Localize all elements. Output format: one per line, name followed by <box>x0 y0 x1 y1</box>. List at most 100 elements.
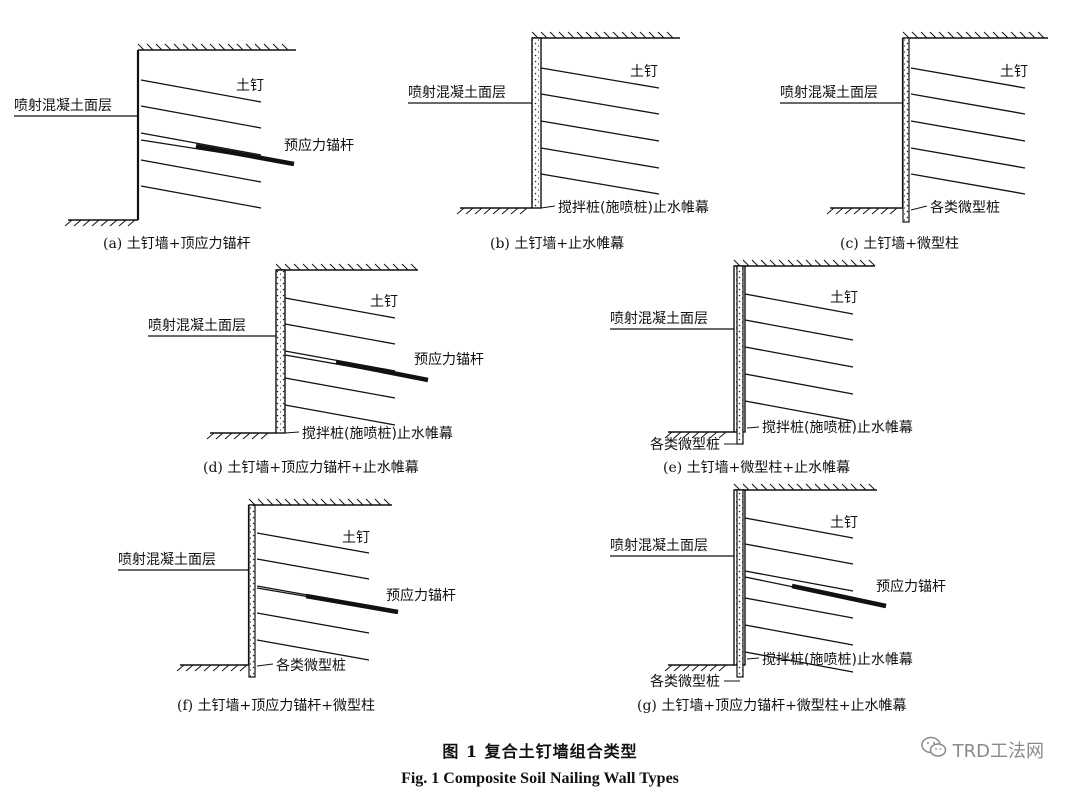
surface-ground-tick <box>648 31 656 39</box>
soil-nail <box>284 377 396 399</box>
surface-ground-tick <box>920 31 928 39</box>
waterproof-curtain <box>275 269 286 434</box>
soil-nail <box>540 67 660 89</box>
caption-b: (b) 土钉墙+止水帷幕 <box>490 236 625 252</box>
surface-ground-tick <box>805 259 813 267</box>
soil-nail <box>744 570 854 592</box>
label-shotcrete: 喷射混凝土面层 <box>610 311 708 327</box>
surface-ground-tick <box>850 483 858 491</box>
surface-ground-tick <box>832 259 840 267</box>
surface-ground-tick <box>666 31 674 39</box>
surface-ground-tick <box>868 259 876 267</box>
surface-ground-tick <box>338 498 346 506</box>
surface-ground-tick <box>549 31 557 39</box>
surface-ground-tick <box>1028 31 1036 39</box>
surface-ground-tick <box>992 31 1000 39</box>
excavation-ground-tick <box>203 664 212 672</box>
watermark-text: TRD工法网 <box>952 740 1044 762</box>
soil-nail <box>910 93 1026 115</box>
surface-ground-tick <box>182 43 190 51</box>
waterproof-curtain <box>531 37 542 209</box>
surface-ground-tick <box>1001 31 1009 39</box>
surface-ground-tick <box>1019 31 1027 39</box>
surface-ground-tick <box>248 498 256 506</box>
soil-nail <box>744 543 854 565</box>
excavation-ground-tick <box>492 207 501 215</box>
excavation-ground-tick <box>664 431 673 439</box>
surface-ground-tick <box>558 31 566 39</box>
surface-ground-tick <box>576 31 584 39</box>
excavation-ground-tick <box>260 432 269 440</box>
surface-ground-tick <box>531 31 539 39</box>
surface-ground-tick <box>956 31 964 39</box>
excavation-ground-tick <box>224 432 233 440</box>
surface-ground-tick <box>760 259 768 267</box>
label-nail: 土钉 <box>236 78 264 94</box>
soil-nail <box>744 624 854 646</box>
leader-curtain <box>540 205 556 209</box>
surface-ground-tick <box>236 43 244 51</box>
surface-ground-tick <box>383 263 391 271</box>
soil-nail <box>744 517 854 539</box>
surface-ground-tick <box>347 263 355 271</box>
soil-nail <box>540 93 660 115</box>
surface-ground-tick <box>760 483 768 491</box>
excavation-ground-tick <box>483 207 492 215</box>
soil-nail <box>140 159 262 183</box>
surface-ground-tick <box>365 498 373 506</box>
excavation-ground-tick <box>185 664 194 672</box>
excavation-ground-tick <box>474 207 483 215</box>
surface-ground-tick <box>841 259 849 267</box>
surface-ground-tick <box>630 31 638 39</box>
surface-ground-tick <box>311 263 319 271</box>
surface-ground-tick <box>769 259 777 267</box>
leader-curtain <box>746 426 760 429</box>
micro-pile <box>736 489 744 678</box>
excavation-ground-tick <box>456 207 465 215</box>
soil-nail <box>284 323 396 345</box>
surface-ground-tick <box>374 263 382 271</box>
label-anchor: 预应力锚杆 <box>414 351 484 368</box>
excavation-ground-tick <box>889 207 898 215</box>
anchor-bond-section <box>791 583 887 609</box>
surface-ground-tick <box>769 483 777 491</box>
caption-e: (e) 土钉墙+微型柱+止水帷幕 <box>663 460 851 476</box>
excavation-ground-tick <box>673 664 682 672</box>
label-shotcrete: 喷射混凝土面层 <box>610 538 708 554</box>
label-shotcrete: 喷射混凝土面层 <box>408 85 506 101</box>
surface-ground-tick <box>284 263 292 271</box>
soil-nail <box>140 132 262 156</box>
surface-ground-tick <box>284 498 292 506</box>
excavation-ground-tick <box>700 664 709 672</box>
label-anchor: 预应力锚杆 <box>284 137 354 154</box>
surface-ground-tick <box>263 43 271 51</box>
figure-title-en: Fig. 1 Composite Soil Nailing Wall Types <box>401 770 679 787</box>
soil-nail <box>540 147 660 169</box>
micro-pile <box>902 37 910 223</box>
surface-ground-tick <box>257 498 265 506</box>
excavation-ground-tick <box>215 432 224 440</box>
surface-ground-tick <box>164 43 172 51</box>
soil-nail <box>140 185 262 209</box>
excavation-ground-tick <box>700 431 709 439</box>
soil-nail <box>910 173 1026 195</box>
soil-nail <box>910 147 1026 169</box>
surface-ground-tick <box>796 483 804 491</box>
label-nail: 土钉 <box>630 64 658 80</box>
surface-ground-tick <box>911 31 919 39</box>
surface-ground-tick <box>293 263 301 271</box>
excavation-ground-tick <box>91 219 100 227</box>
surface-ground-tick <box>868 483 876 491</box>
surface-ground-tick <box>778 259 786 267</box>
excavation-ground-tick <box>73 219 82 227</box>
surface-ground-tick <box>281 43 289 51</box>
surface-ground-tick <box>155 43 163 51</box>
caption-f: (f) 土钉墙+顶应力锚杆+微型柱 <box>177 698 376 714</box>
surface-ground-tick <box>733 259 741 267</box>
anchor-bond-section <box>335 359 429 383</box>
leader-micropile <box>910 205 928 211</box>
